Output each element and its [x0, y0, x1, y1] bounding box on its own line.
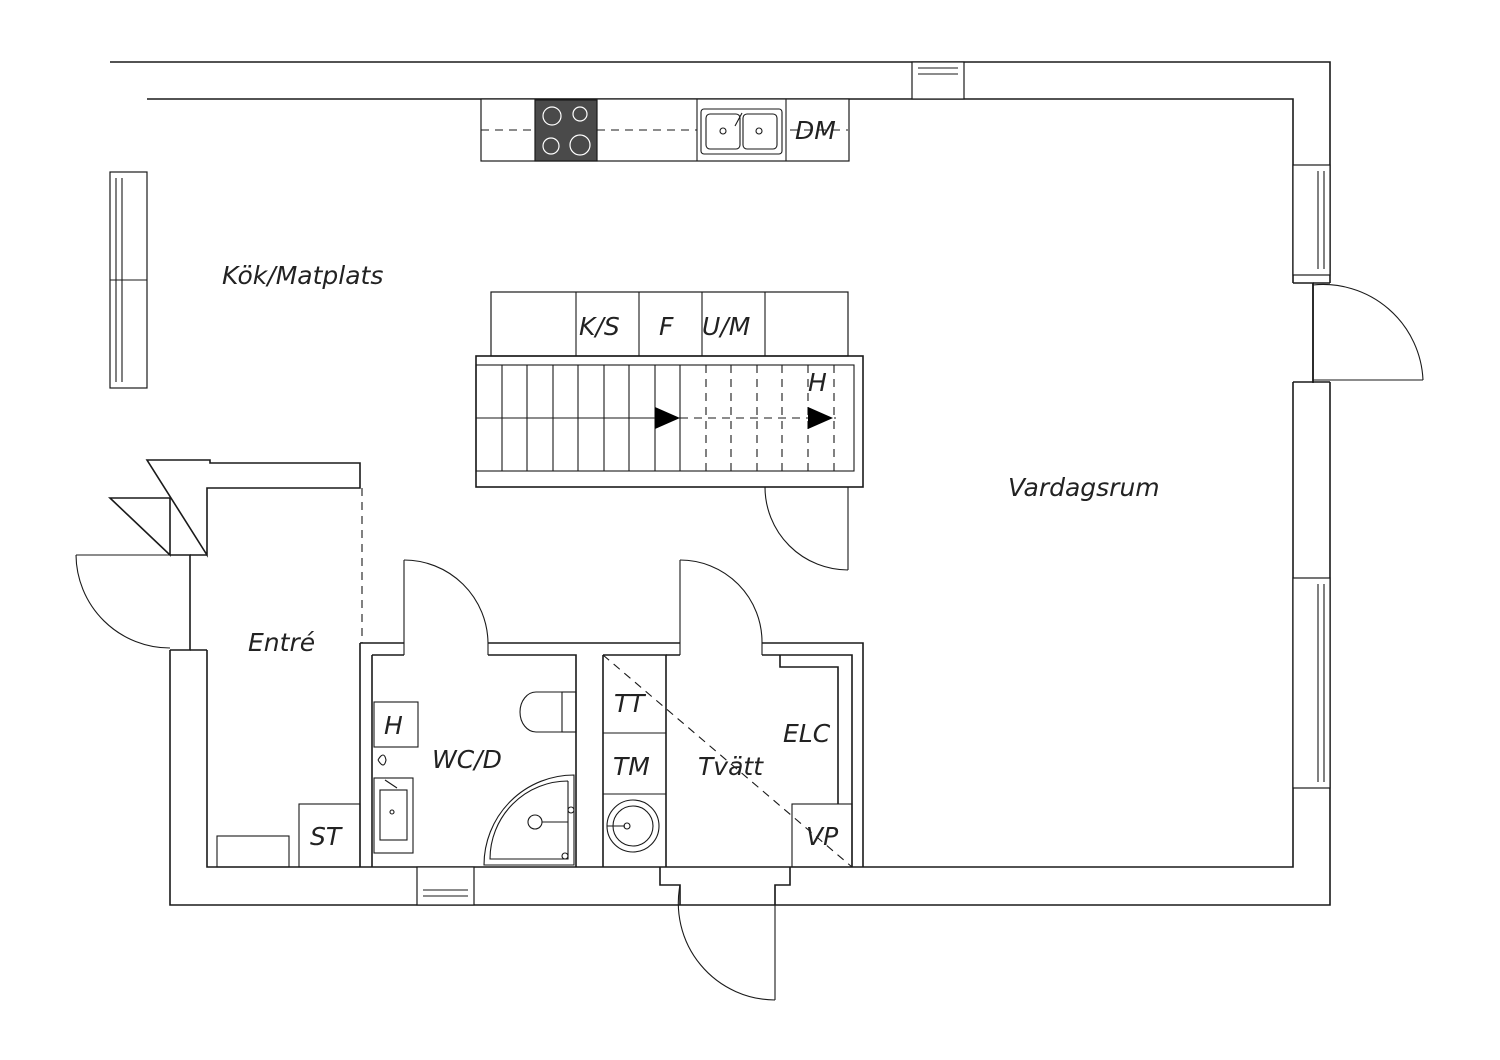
stair-shelf-label: H [808, 368, 827, 397]
washer-label: TM [613, 752, 650, 781]
kitchen-counter: DM [480, 98, 850, 162]
toilet-icon [519, 691, 577, 733]
dishwasher-label: DM [795, 116, 836, 145]
room-label-wc: WC/D [432, 745, 502, 774]
closet-label: ST [310, 822, 343, 851]
wc-shelf-label: H [384, 711, 403, 740]
staircase: H [475, 355, 864, 571]
room-labels: Kök/Matplats Vardagsrum Entré WC/D Tvätt [222, 261, 1160, 781]
stair-arrow-icon [808, 407, 833, 429]
window-west [109, 171, 148, 389]
shower-icon [483, 774, 575, 866]
oven-micro-label: U/M [702, 312, 750, 341]
electric-cabinet-label: ELC [783, 719, 831, 748]
window-east-lower [1292, 577, 1331, 789]
water-heater-label: VP [806, 822, 839, 851]
room-label-kitchen: Kök/Matplats [222, 261, 383, 290]
laundry-sink-icon [606, 799, 660, 853]
dryer-label: TT [614, 689, 646, 718]
room-label-living: Vardagsrum [1008, 473, 1160, 502]
appliance-cabinets: K/S F U/M [490, 291, 849, 357]
stair-arrow-icon [655, 407, 680, 429]
door-entry [75, 554, 171, 649]
window-south-wc [416, 866, 475, 906]
window-north [911, 61, 965, 100]
laundry-fixtures: TT TM VP ELC [602, 654, 853, 868]
room-label-entry: Entré [248, 628, 315, 657]
doors [75, 283, 1424, 1001]
windows [109, 61, 1331, 906]
entry-fixtures: ST [216, 803, 361, 868]
room-label-laundry: Tvätt [698, 752, 764, 781]
sink [700, 108, 783, 155]
window-east-upper [1292, 164, 1331, 276]
f-label: F [659, 312, 674, 341]
interior-walls [359, 488, 864, 867]
washbasin-icon [373, 754, 414, 854]
fridge-freezer-label: K/S [579, 312, 620, 341]
door-east [1312, 283, 1424, 383]
door-laundry-exterior [659, 867, 791, 1001]
wc-fixtures: H [373, 691, 577, 866]
